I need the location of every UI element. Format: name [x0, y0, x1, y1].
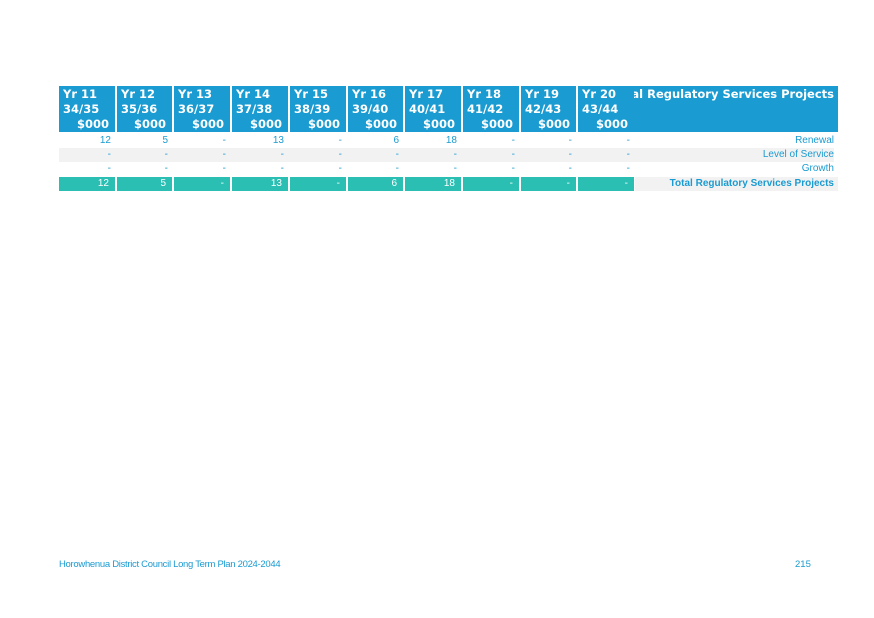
table-title: Total Regulatory Services Projects	[611, 87, 834, 101]
table-cell: -	[626, 135, 630, 146]
table-cell: -	[107, 163, 111, 174]
table-cell: -	[232, 148, 290, 162]
table-cell: -	[521, 148, 578, 162]
column-year: Yr 14	[236, 87, 271, 101]
column-period: 36/37	[178, 102, 215, 116]
total-cell: 6	[348, 177, 405, 191]
total-cell: 5	[117, 177, 174, 191]
table-cell: -	[568, 163, 572, 174]
column-year: Yr 15	[294, 87, 329, 101]
total-cell: 13	[232, 177, 290, 191]
table-cell: -	[59, 148, 117, 162]
column-period: 34/35	[63, 102, 100, 116]
column-period: 38/39	[294, 102, 331, 116]
footer-document-title: Horowhenua District Council Long Term Pl…	[59, 559, 281, 570]
table-cell: -	[395, 163, 399, 174]
total-cell: 18	[405, 177, 463, 191]
table-cell: 5	[162, 135, 168, 146]
row-label: Renewal	[795, 135, 834, 146]
column-period: 41/42	[467, 102, 504, 116]
column-unit: $000	[133, 117, 166, 131]
total-row-label: Total Regulatory Services Projects	[635, 177, 838, 191]
column-unit: $000	[364, 117, 397, 131]
table-cell: -	[463, 148, 521, 162]
table-cell: 12	[99, 135, 111, 146]
table-cell: 6	[393, 135, 399, 146]
column-year: Yr 20	[582, 87, 617, 101]
column-unit: $000	[422, 117, 455, 131]
table-cell: -	[348, 148, 405, 162]
column-period: 42/43	[525, 102, 562, 116]
column-period: 39/40	[352, 102, 389, 116]
table-cell: -	[222, 135, 226, 146]
total-cell: -	[463, 177, 521, 191]
table-cell: -	[222, 163, 226, 174]
table-cell: -	[117, 148, 174, 162]
table-cell: 18	[445, 135, 457, 146]
column-unit: $000	[249, 117, 282, 131]
table-cell: -	[511, 163, 515, 174]
table-row: - - - - - - - - - - Growth	[59, 162, 838, 176]
table-cell: -	[338, 163, 342, 174]
column-period: 37/38	[236, 102, 273, 116]
column-year: Yr 18	[467, 87, 502, 101]
column-unit: $000	[76, 117, 109, 131]
column-period: 35/36	[121, 102, 158, 116]
footer-page-number: 215	[795, 559, 811, 570]
table-title-header: Total Regulatory Services Projects	[612, 86, 838, 132]
column-unit: $000	[480, 117, 513, 131]
column-year: Yr 19	[525, 87, 560, 101]
row-label: Level of Service	[631, 148, 834, 162]
table-row: 12 5 - 13 - 6 18 - - - Renewal	[59, 134, 838, 148]
column-unit: $000	[191, 117, 224, 131]
table-cell: -	[290, 148, 348, 162]
total-cell: -	[174, 177, 232, 191]
column-year: Yr 11	[63, 87, 98, 101]
column-year: Yr 16	[352, 87, 387, 101]
column-year: Yr 13	[178, 87, 213, 101]
table-cell: 13	[272, 135, 284, 146]
table-cell: -	[568, 135, 572, 146]
row-label: Growth	[801, 163, 834, 174]
table-cell: -	[280, 163, 284, 174]
total-cell: 12	[59, 177, 117, 191]
table-cell: -	[626, 163, 630, 174]
table-cell: -	[511, 135, 515, 146]
column-period: 40/41	[409, 102, 446, 116]
column-unit: $000	[307, 117, 340, 131]
total-cell: -	[578, 177, 636, 191]
table-cell: -	[174, 148, 232, 162]
column-year: Yr 17	[409, 87, 444, 101]
column-period: 43/44	[582, 102, 619, 116]
table-row: ----------Level of Service	[59, 148, 838, 162]
column-year: Yr 12	[121, 87, 156, 101]
column-unit: $000	[595, 117, 628, 131]
column-unit: $000	[537, 117, 570, 131]
total-cell: -	[521, 177, 578, 191]
total-cell: -	[290, 177, 348, 191]
table-cell: -	[338, 135, 342, 146]
table-cell: -	[453, 163, 457, 174]
table-cell: -	[578, 148, 636, 162]
table-cell: -	[164, 163, 168, 174]
table-cell: -	[405, 148, 463, 162]
